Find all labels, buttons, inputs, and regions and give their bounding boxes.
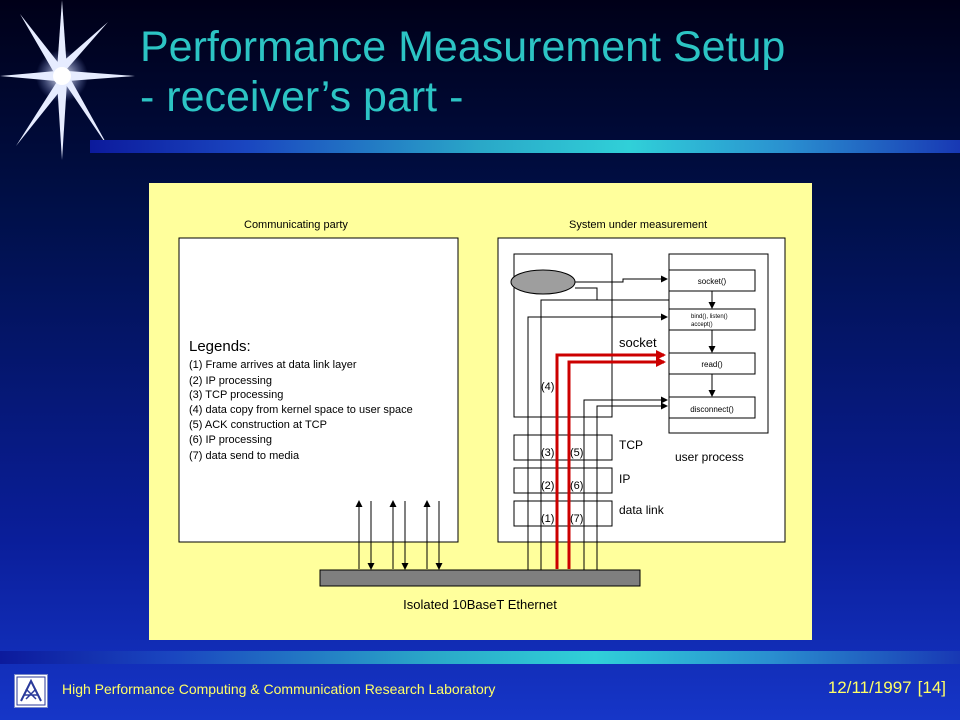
datalink-layer-box xyxy=(513,500,613,527)
legend-item-3: (3) TCP processing xyxy=(189,389,283,401)
marker-6: (6) xyxy=(570,480,583,492)
footer-divider xyxy=(0,651,960,664)
marker-3: (3) xyxy=(541,447,554,459)
user-process-label: user process xyxy=(675,450,744,464)
legend-item-6: (6) IP processing xyxy=(189,434,272,446)
footer-lab-name: High Performance Computing & Communicati… xyxy=(62,681,496,697)
tcp-layer-box xyxy=(513,434,613,461)
legend-item-5: (5) ACK construction at TCP xyxy=(189,419,327,431)
legend-item-4: (4) data copy from kernel space to user … xyxy=(189,404,413,416)
bind-call-label-2: accept() xyxy=(691,322,713,328)
ethernet-bar xyxy=(319,569,641,587)
marker-5: (5) xyxy=(570,447,583,459)
marker-4: (4) xyxy=(541,381,554,393)
socket-call-label: socket() xyxy=(698,277,727,286)
lab-logo xyxy=(14,674,48,708)
socket-ellipse xyxy=(510,269,576,295)
ethernet-label: Isolated 10BaseT Ethernet xyxy=(403,597,557,612)
system-under-measurement-label: System under measurement xyxy=(569,219,707,231)
title-divider xyxy=(90,140,960,153)
ip-layer-box xyxy=(513,467,613,494)
read-call-label: read() xyxy=(701,360,723,369)
ip-layer-label: IP xyxy=(619,472,630,486)
marker-7: (7) xyxy=(570,513,583,525)
disconnect-call-label: disconnect() xyxy=(690,405,734,414)
footer-date: 12/11/1997 xyxy=(827,678,912,697)
footer-page-number: [14] xyxy=(917,678,946,697)
tcp-layer-label: TCP xyxy=(619,438,643,452)
slide-title-line2: - receiver’s part - xyxy=(140,73,464,121)
slide-title: Performance Measurement Setup - receiver… xyxy=(140,22,785,122)
marker-2: (2) xyxy=(541,480,554,492)
legend-item-1: (1) Frame arrives at data link layer xyxy=(189,359,357,371)
slide-title-line1: Performance Measurement Setup xyxy=(140,23,786,71)
legend-item-7: (7) data send to media xyxy=(189,450,300,462)
datalink-layer-label: data link xyxy=(619,503,665,517)
communicating-party-box xyxy=(178,237,459,543)
socket-label: socket xyxy=(619,335,657,350)
legend-item-2: (2) IP processing xyxy=(189,375,272,387)
starburst-decoration xyxy=(0,0,135,160)
legends-title: Legends: xyxy=(189,338,251,355)
diagram-panel: Communicating party System under measure… xyxy=(149,183,812,640)
bind-call-label-1: bind(), listen() xyxy=(691,314,728,320)
communicating-party-label: Communicating party xyxy=(244,219,348,231)
setup-diagram: Communicating party System under measure… xyxy=(178,219,786,612)
disconnect-call-box xyxy=(668,396,756,419)
marker-1: (1) xyxy=(541,513,554,525)
footer-date-page: 12/11/1997 [14] xyxy=(828,678,946,698)
lab-logo-icon xyxy=(16,676,46,706)
